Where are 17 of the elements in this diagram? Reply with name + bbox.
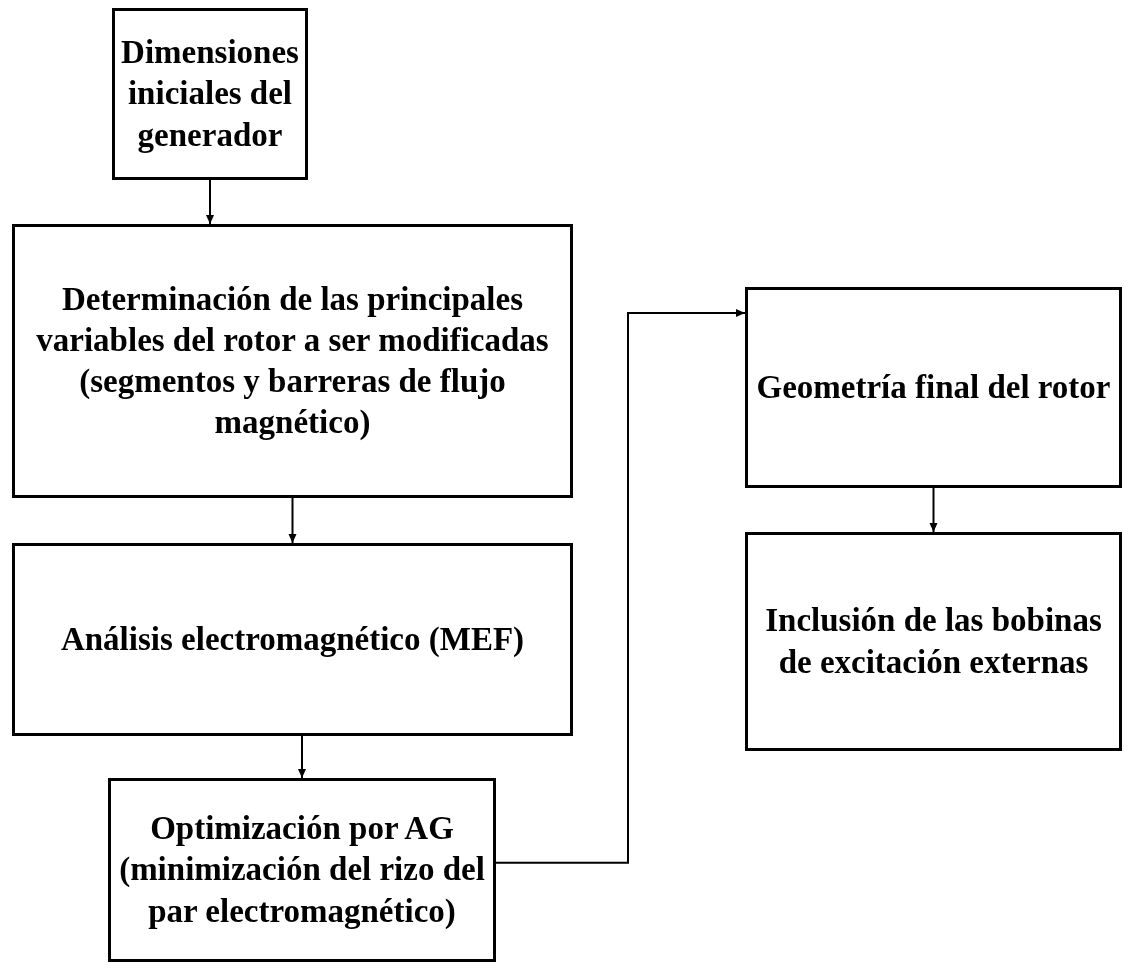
process-box bbox=[745, 532, 1122, 751]
process-box bbox=[12, 224, 573, 498]
box-label: Dimensiones iniciales del generador bbox=[120, 33, 300, 155]
arrow bbox=[206, 179, 214, 225]
process-box bbox=[108, 778, 496, 962]
arrow bbox=[929, 487, 938, 533]
process-box bbox=[12, 543, 573, 736]
box-label: Determinación de las principales variables del rotor a ser modificadas (segmentos y barreras de flujo magnético) bbox=[35, 279, 550, 443]
process-box bbox=[112, 8, 308, 180]
arrow bbox=[495, 309, 746, 864]
box-label: Optimización por AG (minimización del rizo del par electromagnético) bbox=[118, 809, 486, 931]
arrow bbox=[298, 735, 306, 779]
box-label: Inclusión de las bobinas de excitación externas bbox=[764, 601, 1103, 682]
box-label: Geometría final del rotor bbox=[756, 367, 1111, 407]
arrow bbox=[288, 497, 297, 544]
process-box bbox=[745, 287, 1122, 488]
box-label: Análisis electromagnético (MEF) bbox=[60, 619, 525, 659]
